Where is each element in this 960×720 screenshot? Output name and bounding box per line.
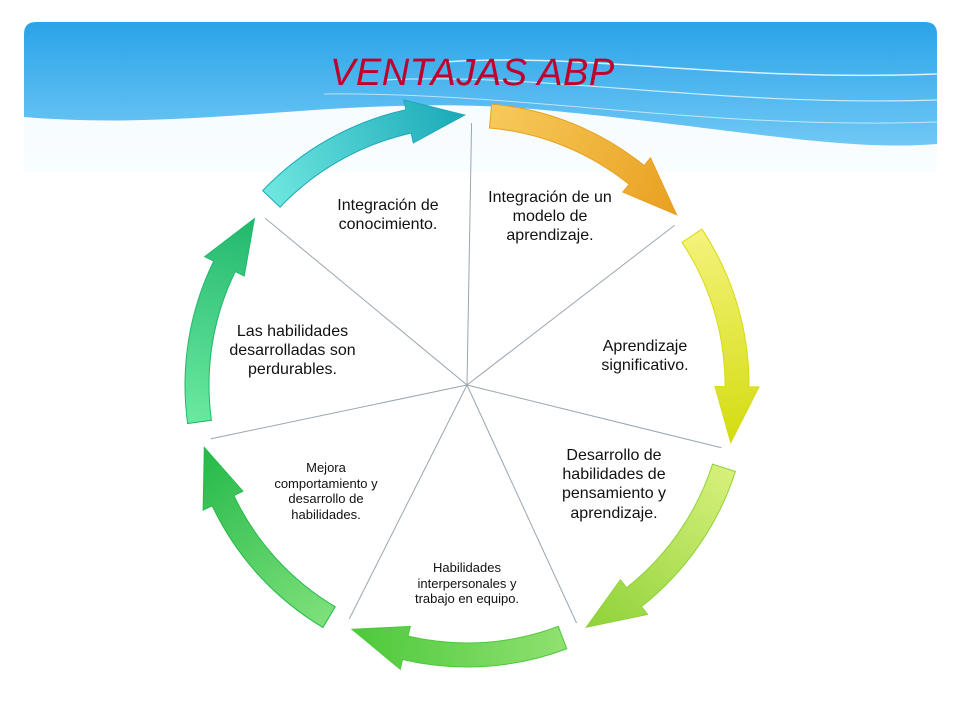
segment-label-4: Habilidades interpersonales y trabajo en… bbox=[414, 560, 520, 607]
slide-title: VENTAJAS ABP bbox=[330, 52, 615, 94]
segment-label-2: Aprendizaje significativo. bbox=[601, 338, 689, 375]
spoke-line bbox=[466, 224, 675, 386]
segment-label-7: Integración de conocimiento. bbox=[337, 197, 439, 234]
segment-label-3: Desarrollo de habilidades de pensamiento… bbox=[561, 447, 667, 522]
cycle-arrow-3 bbox=[585, 463, 737, 628]
spoke-line bbox=[264, 217, 468, 386]
segment-label-1: Integración de un modelo de aprendizaje. bbox=[488, 189, 612, 245]
spoke-line bbox=[210, 384, 468, 440]
header-banner bbox=[24, 22, 937, 172]
segment-label-6: Las habilidades desarrolladas son perdur… bbox=[229, 323, 356, 379]
spoke-line bbox=[348, 384, 468, 620]
spoke-line bbox=[466, 123, 473, 386]
segment-label-5: Mejora comportamiento y desarrollo de ha… bbox=[274, 460, 378, 522]
cycle-arrow-7 bbox=[261, 99, 467, 208]
spoke-line bbox=[466, 384, 577, 624]
cycle-arrow-2 bbox=[681, 228, 760, 445]
cycle-arrow-1 bbox=[488, 103, 678, 216]
spoke-line bbox=[466, 384, 722, 449]
cycle-arrow-5 bbox=[202, 446, 336, 629]
cycle-arrow-4 bbox=[350, 625, 568, 671]
cycle-arrow-6 bbox=[184, 217, 256, 425]
